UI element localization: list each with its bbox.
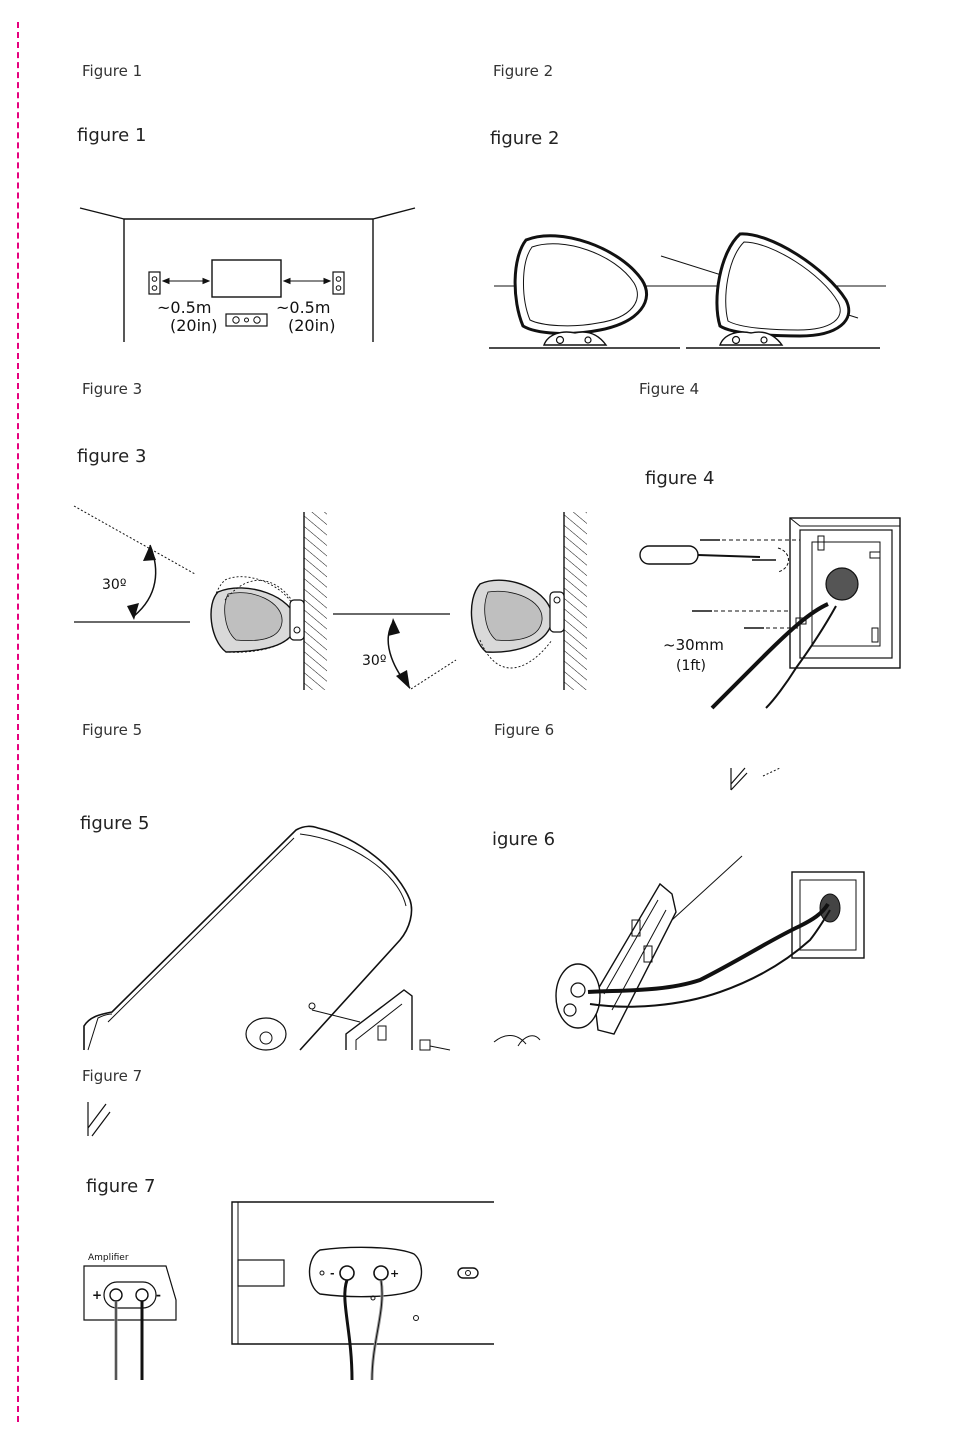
figure-7-speaker-minus: - [330,1267,335,1280]
label-figure-3: figure 3 [77,446,147,467]
figure-4-depth-unit: (1ft) [676,658,706,674]
figure-1-left-unit: (20in) [170,316,217,335]
figure-3-angle-up: 30º [102,577,126,593]
figure-1-right-unit: (20in) [288,316,335,335]
figure-7-speaker-plus: + [390,1267,399,1280]
label-figure-6: igure 6 [492,829,556,850]
center-speaker-icon [225,313,268,327]
caption-figure-2: Figure 2 [493,62,554,80]
figure-4-depth: ~30mm [663,636,724,654]
figure-1-right-distance: ~0.5m [276,298,330,317]
figure-1-left-distance: ~0.5m [157,298,211,317]
caption-figure-3: Figure 3 [82,380,143,398]
caption-figure-1: Figure 1 [82,62,143,80]
figure-7-amp-minus: - [156,1288,161,1302]
label-figure-7: figure 7 [86,1176,156,1197]
label-figure-5: figure 5 [80,813,150,834]
label-figure-2: figure 2 [490,128,560,149]
label-figure-4: figure 4 [645,468,715,489]
caption-figure-5: Figure 5 [82,721,143,739]
caption-figure-4: Figure 4 [639,380,700,398]
right-speaker-icon [332,271,345,295]
figure-7-amplifier-label: Amplifier [88,1253,129,1263]
page-margin-dashed-line [17,22,19,1422]
caption-figure-6: Figure 6 [494,721,555,739]
figure-7-amp-plus: + [92,1288,102,1302]
label-figure-1: figure 1 [77,125,147,146]
left-speaker-icon [148,271,161,295]
caption-figure-7: Figure 7 [82,1067,143,1085]
figure-3-angle-down: 30º [362,653,386,669]
